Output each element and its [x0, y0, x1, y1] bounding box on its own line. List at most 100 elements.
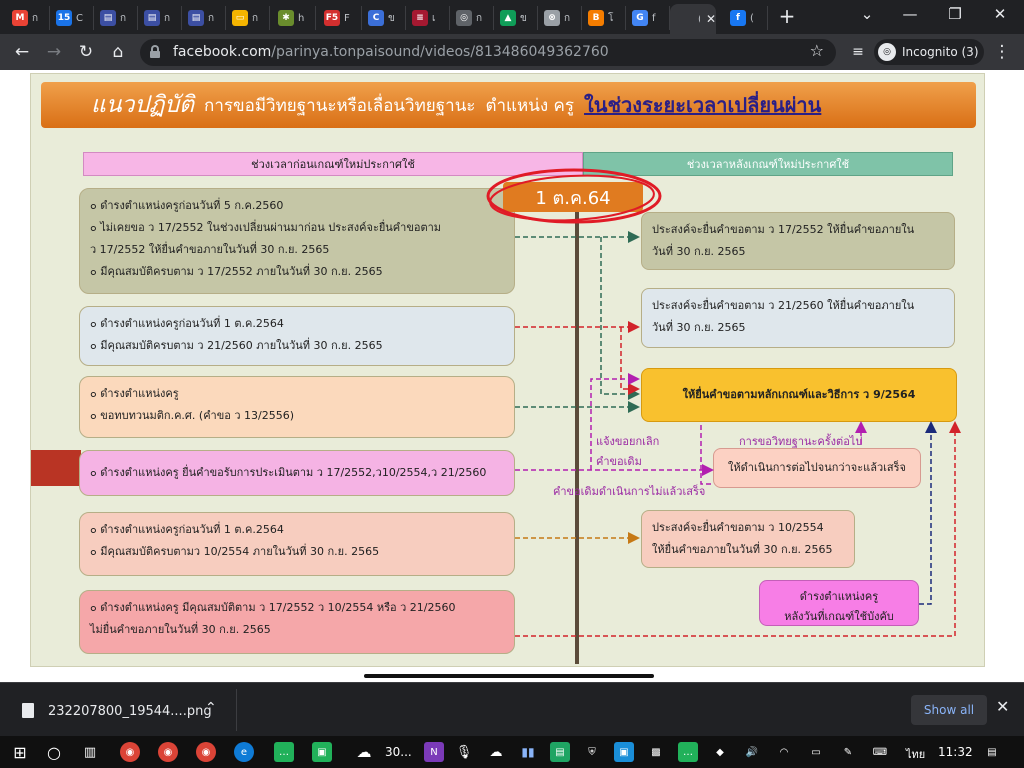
browser-tab[interactable]: ✱h [270, 6, 316, 30]
condition-box-5: ๐ ดำรงตำแหน่งครูก่อนวันที่ 1 ต.ค.2564 ๐ … [79, 512, 515, 576]
sheets-icon: ▤ [144, 10, 160, 26]
condition-box-3: ๐ ดำรงตำแหน่งครู ๐ ขอทบทวนมติก.ค.ศ. (คำข… [79, 376, 515, 438]
browser-tab[interactable]: ≡เ [404, 6, 450, 30]
device-icon[interactable]: ▩ [651, 746, 661, 758]
video-frame-slide[interactable]: แนวปฏิบัติ การขอมีวิทยฐานะหรือเลื่อนวิทย… [30, 73, 985, 667]
browser-tab[interactable]: ▭ก [224, 6, 270, 30]
tab-search-icon[interactable]: ⌄ [860, 5, 874, 23]
pen-icon[interactable]: ✎ [843, 746, 853, 758]
security-icon[interactable]: ⛨ [588, 746, 596, 758]
box-line: ๐ ดำรงตำแหน่งครูก่อนวันที่ 1 ต.ค.2564 [90, 317, 284, 330]
app-icon[interactable]: ▣ [614, 742, 634, 762]
browser-tab[interactable]: ▤ก [136, 6, 182, 30]
condition-box-2: ๐ ดำรงตำแหน่งครูก่อนวันที่ 1 ต.ค.2564 ๐ … [79, 306, 515, 366]
edge-icon[interactable]: e [234, 742, 254, 762]
condition-box-4: ๐ ดำรงตำแหน่งครู ยื่นคำขอรับการประเมินตา… [79, 450, 515, 496]
browser-tab[interactable]: ▤ก [180, 6, 226, 30]
windows-taskbar: ⊞ ○ ▥ ◉ ◉ ◉ e … ▣ ☁ 30... N 🎙 ☁ ▮▮ ▤ ⛨ ▣… [0, 736, 1024, 768]
download-filename[interactable]: 232207800_19544....png [48, 704, 212, 719]
box-line: ประสงค์จะยื่นคำขอตาม ว 21/2560 ให้ยื่นคำ… [652, 299, 915, 312]
onedrive-icon[interactable]: ☁ [489, 744, 503, 760]
calendar-icon: 15 [56, 10, 72, 26]
search-icon[interactable]: ○ [47, 742, 61, 762]
incognito-profile-button[interactable]: ◎ Incognito (3) [874, 39, 984, 65]
browser-toolbar: ← → ↻ ⌂ facebook.com/parinya.tonpaisound… [0, 34, 1024, 70]
close-download-bar-icon[interactable]: ✕ [996, 697, 1010, 716]
volume-icon[interactable]: 🔊 [745, 746, 759, 758]
weather-text[interactable]: 30... [385, 745, 412, 759]
microphone-icon[interactable]: 🎙 [455, 744, 473, 760]
box-line: ให้ยื่นคำขอตามหลักเกณฑ์และวิธีการ ว 9/25… [682, 388, 916, 401]
browser-tab[interactable]: (1 ✕ [670, 4, 716, 34]
slide-title: แนวปฏิบัติ การขอมีวิทยฐานะหรือเลื่อนวิทย… [41, 82, 976, 128]
outcome-box-2: ประสงค์จะยื่นคำขอตาม ว 21/2560 ให้ยื่นคำ… [641, 288, 955, 348]
back-icon[interactable]: ← [14, 42, 30, 62]
box-line: ให้ยื่นคำขอภายในวันที่ 30 ก.ย. 2565 [652, 543, 833, 556]
bookmark-star-icon[interactable]: ☆ [809, 41, 824, 60]
keyboard-icon[interactable]: ⌨ [872, 746, 888, 758]
reload-icon[interactable]: ↻ [78, 42, 94, 62]
maximize-button[interactable]: ❐ [948, 5, 962, 23]
chrome-icon[interactable]: ◉ [120, 742, 140, 762]
close-window-button[interactable]: ✕ [993, 5, 1007, 23]
new-tab-button[interactable]: + [778, 4, 796, 28]
home-icon[interactable]: ⌂ [112, 42, 124, 62]
lock-icon[interactable] [150, 45, 160, 58]
browser-tab[interactable]: ⊗ก [536, 6, 582, 30]
minimize-button[interactable]: — [902, 5, 918, 23]
tab-title: ก [32, 12, 39, 24]
line-icon[interactable]: … [274, 742, 294, 762]
language-indicator[interactable]: ไทย [906, 748, 926, 761]
video-page: แนวปฏิบัติ การขอมีวิทยฐานะหรือเลื่อนวิทย… [0, 70, 1024, 682]
browser-tab[interactable]: ◎ก [448, 6, 494, 30]
onenote-icon[interactable]: N [424, 742, 444, 762]
diamond-icon[interactable]: ◆ [716, 746, 724, 758]
chrome-icon[interactable]: ◉ [158, 742, 178, 762]
tab-title: (1 [698, 14, 700, 25]
box-line: ดำรงตำแหน่งครู [799, 590, 879, 603]
media-control-icon[interactable]: ≡ [852, 44, 864, 60]
chrome-icon[interactable]: ◉ [196, 742, 216, 762]
address-bar[interactable]: facebook.com/parinya.tonpaisound/videos/… [140, 39, 836, 66]
tab-title: h [298, 12, 305, 24]
incognito-label: Incognito (3) [902, 45, 979, 59]
notifications-icon[interactable]: ▤ [987, 746, 997, 758]
thai-flag-icon: ≡ [412, 10, 428, 26]
wifi-icon[interactable]: ◠ [779, 746, 789, 758]
line-groups-icon[interactable]: ▣ [312, 742, 332, 762]
close-tab-icon[interactable]: ✕ [705, 12, 716, 26]
task-view-icon[interactable]: ▥ [83, 744, 97, 760]
c-icon: C [368, 10, 384, 26]
sheets-app-icon[interactable]: ▤ [550, 742, 570, 762]
date-badge: 1 ต.ค.64 [503, 182, 643, 212]
video-progress-bar[interactable] [364, 674, 654, 678]
tab-title: f [652, 12, 656, 24]
url-text[interactable]: facebook.com/parinya.tonpaisound/videos/… [173, 44, 609, 60]
chevron-up-icon[interactable]: ⌃ [205, 700, 217, 716]
browser-tab[interactable]: ▲ข [492, 6, 538, 30]
audio-icon[interactable]: ▮▮ [521, 745, 535, 759]
incognito-icon: ◎ [456, 10, 472, 26]
forward-icon[interactable]: → [46, 42, 62, 62]
box-line: ให้ดำเนินการต่อไปจนกว่าจะแล้วเสร็จ [728, 461, 906, 474]
title-part-2: การขอมีวิทยฐานะหรือเลื่อนวิทยฐานะ [204, 95, 476, 116]
menu-kebab-icon[interactable]: ⋮ [993, 42, 1011, 62]
url-domain: facebook.com [173, 44, 272, 60]
clock[interactable]: 11:32 [938, 745, 973, 759]
browser-tab[interactable]: f( [722, 6, 768, 30]
browser-tab[interactable]: ▤ก [92, 6, 138, 30]
line-chat-icon[interactable]: … [678, 742, 698, 762]
video-icon [678, 11, 694, 27]
label-old-request: คำขอเดิม [596, 455, 642, 468]
box-line: ๐ มีคุณสมบัติครบตาม ว 17/2552 ภายในวันที… [90, 265, 383, 278]
battery-icon[interactable]: ▭ [811, 746, 821, 758]
weather-icon[interactable]: ☁ [356, 743, 372, 761]
windows-start-icon[interactable]: ⊞ [13, 742, 27, 762]
show-all-button[interactable]: Show all [911, 695, 987, 725]
